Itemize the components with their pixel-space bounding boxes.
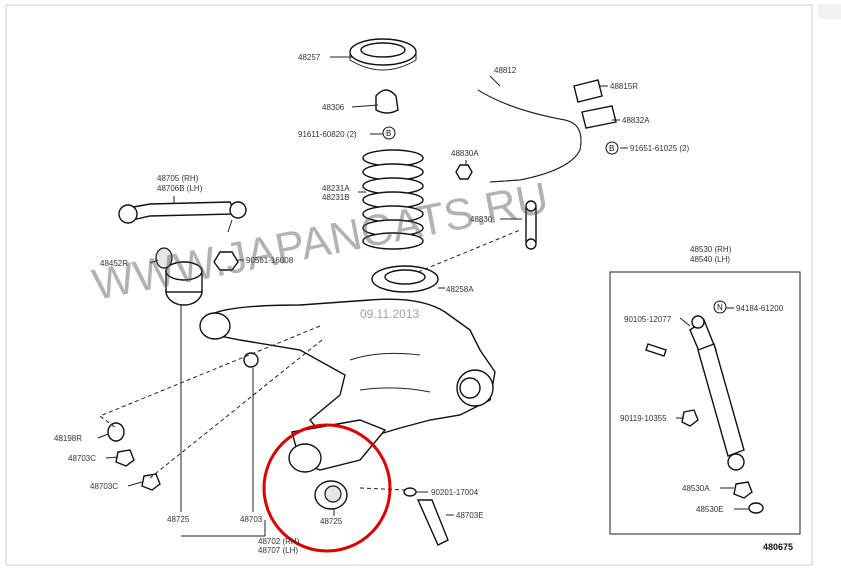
upper-control-arm [118, 201, 247, 233]
callout-90105: 90105-12077 [624, 315, 672, 324]
callout-90201: 90201-17004 [431, 488, 479, 497]
callout-48231b: 48231B [322, 193, 350, 202]
nut-90119 [681, 409, 699, 427]
callout-90561: 90561-16008 [246, 256, 294, 265]
lower-arm [288, 419, 387, 473]
b-marker-2-label: B [609, 144, 614, 153]
washer-48530e [748, 502, 764, 514]
callout-48706b: 48706B (LH) [157, 184, 203, 193]
callout-91611: 91611-60820 (2) [298, 130, 357, 139]
dashed-guide-lines [98, 229, 521, 491]
shock-absorber-box [609, 271, 801, 535]
callout-48830a: 48830A [451, 149, 479, 158]
b-marker-2 [605, 141, 619, 155]
bushing-48725 [314, 480, 348, 510]
highlight-circle [262, 423, 392, 553]
top-right-bar [818, 4, 841, 19]
callout-48702-rh: 48702 (RH) [258, 537, 300, 546]
stabilizer-bushing [573, 79, 603, 103]
callout-48703e: 48703E [456, 511, 484, 520]
shock-absorber [689, 315, 745, 471]
callout-48530-rh: 48530 (RH) [690, 245, 732, 254]
callout-48815r: 48815R [610, 82, 638, 91]
b-marker-1-label: B [386, 129, 391, 138]
callout-48530a: 48530A [682, 484, 710, 493]
callout-48703c-1: 48703C [68, 454, 96, 463]
callout-90119: 90119-10355 [620, 414, 667, 423]
callout-91651: 91651-61025 (2) [630, 144, 689, 153]
b-marker-1 [382, 126, 396, 140]
callout-labels: 48257 48306 91611-60820 (2) 48231A 48231… [54, 53, 784, 555]
callout-48257: 48257 [298, 53, 321, 62]
n-marker-label: N [717, 303, 723, 312]
bushing-upper [165, 261, 203, 306]
coil-spring [362, 149, 424, 250]
callout-48703: 48703 [240, 515, 263, 524]
callout-48231a: 48231A [322, 184, 350, 193]
callout-48725-left: 48725 [167, 515, 190, 524]
figure-number: 480675 [763, 542, 793, 552]
washer-90201 [403, 487, 417, 497]
nut-48530a [733, 481, 753, 499]
callout-48830: 48830 [470, 215, 493, 224]
bump-stopper [375, 89, 399, 114]
bolt-48703e [416, 499, 449, 546]
callout-48812: 48812 [494, 66, 517, 75]
callout-48530e: 48530E [696, 505, 724, 514]
callout-94184: 94184-61200 [736, 304, 784, 313]
bushing-48452 [155, 247, 173, 269]
stabilizer-bracket [581, 105, 617, 129]
nut-90561 [213, 251, 239, 271]
nut-48703c-1 [115, 449, 135, 467]
rear-axle-housing [199, 298, 496, 446]
callout-48540-lh: 48540 (LH) [690, 255, 730, 264]
stabilizer-bar [477, 89, 582, 183]
n-marker [713, 300, 727, 314]
leader-lines [97, 56, 749, 537]
spring-seat-upper [349, 38, 417, 71]
spring-seat-lower [371, 265, 439, 293]
nut-48703c-2 [141, 473, 161, 491]
callout-48452r: 48452R [100, 259, 128, 268]
callout-48306: 48306 [322, 103, 345, 112]
callout-48703c-2: 48703C [90, 482, 118, 491]
bolt-90105 [645, 343, 667, 357]
date-stamp: 09.11.2013 [360, 307, 419, 321]
callout-48198r: 48198R [54, 434, 82, 443]
callout-48705: 48705 (RH) [157, 174, 199, 183]
callout-48707-lh: 48707 (LH) [258, 546, 298, 555]
callout-48725-circle: 48725 [320, 517, 343, 526]
bushing-48198 [107, 422, 125, 442]
stabilizer-link [525, 200, 537, 250]
nut-48830a [455, 164, 473, 180]
callout-48832a: 48832A [622, 116, 650, 125]
callout-48258a: 48258A [446, 285, 474, 294]
